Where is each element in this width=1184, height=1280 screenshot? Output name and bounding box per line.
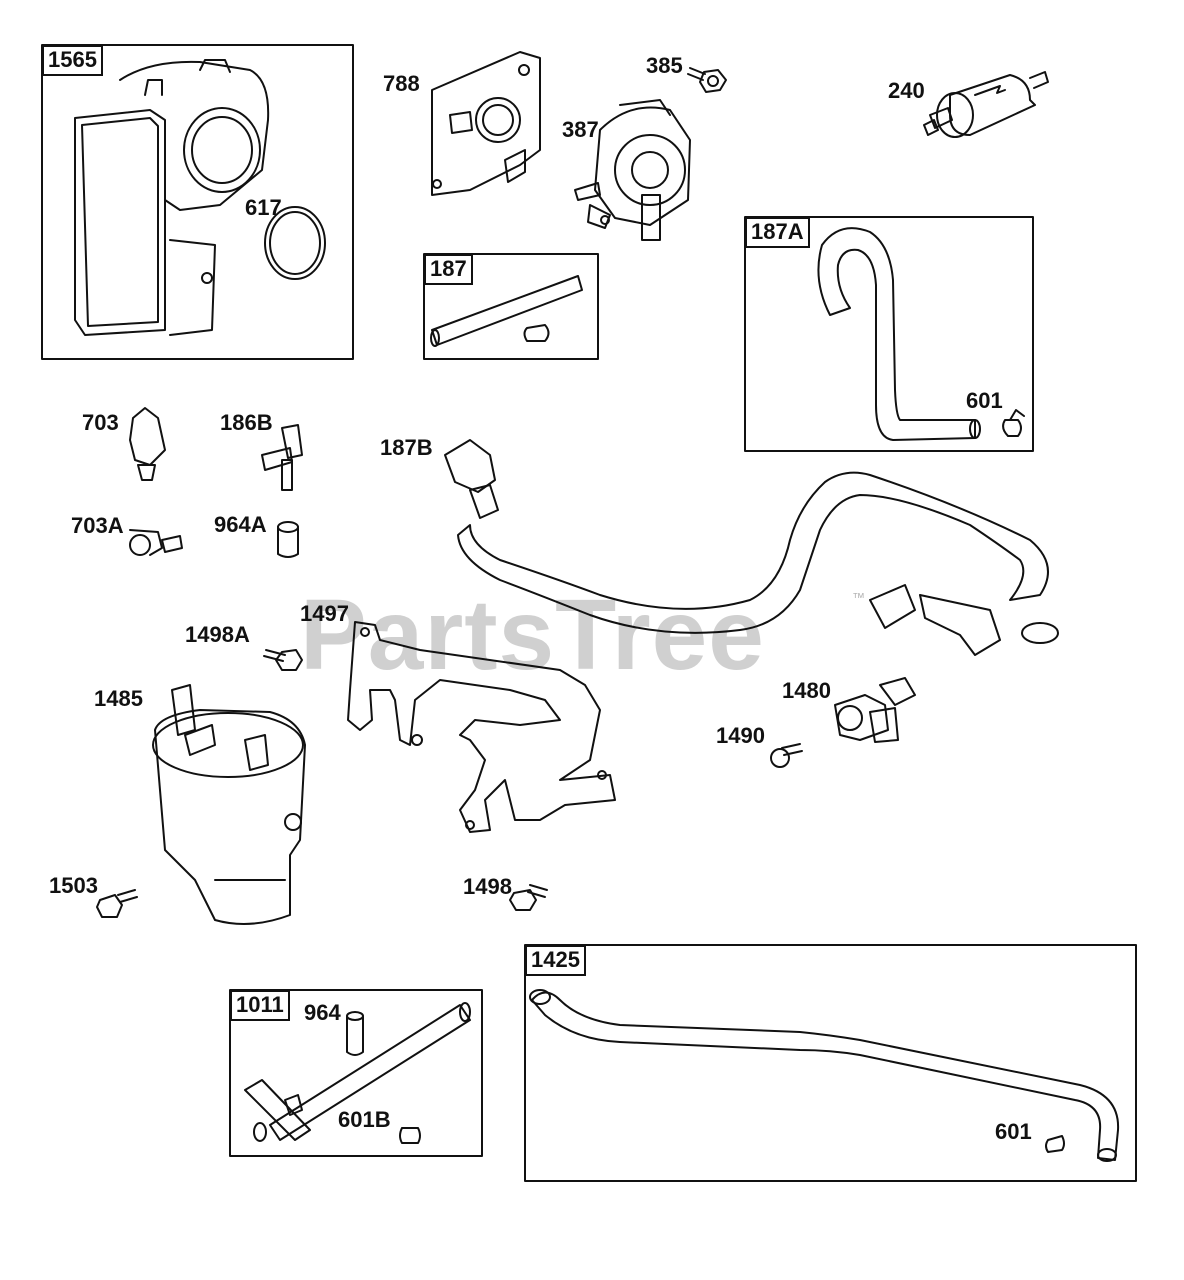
box-1425	[524, 944, 1137, 1182]
callout-1490[interactable]: 1490	[716, 723, 765, 748]
bolt-1503	[96, 889, 138, 918]
hose-187a	[817, 227, 1025, 441]
hose-1425	[529, 989, 1120, 1162]
throttle-body-1565	[74, 59, 270, 336]
callout-186b[interactable]: 186B	[220, 410, 273, 435]
fitting-186b	[261, 424, 303, 491]
bolt-1498	[509, 884, 548, 911]
callout-1498[interactable]: 1498	[463, 874, 512, 899]
callout-240[interactable]: 240	[888, 78, 925, 103]
callout-601-1425[interactable]: 601	[995, 1119, 1032, 1144]
box-187a	[744, 216, 1034, 452]
callout-385[interactable]: 385	[646, 53, 683, 78]
callout-1480[interactable]: 1480	[782, 678, 831, 703]
box-label-187[interactable]: 187	[424, 254, 473, 285]
callout-788[interactable]: 788	[383, 71, 420, 96]
fuel-line-187b	[444, 439, 1059, 656]
box-label-1425[interactable]: 1425	[525, 945, 586, 976]
callout-1497[interactable]: 1497	[300, 601, 349, 626]
clip-703	[129, 407, 166, 481]
canister-1485	[152, 684, 306, 925]
callout-1498a[interactable]: 1498A	[185, 622, 250, 647]
valve-1480	[834, 677, 916, 743]
bracket-1497	[347, 621, 616, 833]
callout-601-187a[interactable]: 601	[966, 388, 1003, 413]
fuel-filter-240	[923, 71, 1049, 138]
callout-964[interactable]: 964	[304, 1000, 341, 1025]
hose-187	[430, 275, 583, 347]
bolt-1498a	[263, 649, 303, 671]
box-1011	[229, 989, 483, 1157]
callout-617[interactable]: 617	[245, 195, 282, 220]
watermark-trademark: ™	[852, 590, 865, 605]
o-ring-617	[264, 206, 326, 280]
callout-387[interactable]: 387	[562, 117, 599, 142]
box-label-1565[interactable]: 1565	[42, 45, 103, 76]
screw-1490	[770, 743, 803, 768]
callout-703[interactable]: 703	[82, 410, 119, 435]
callout-1485[interactable]: 1485	[94, 686, 143, 711]
box-label-187a[interactable]: 187A	[745, 217, 810, 248]
callout-1503[interactable]: 1503	[49, 873, 98, 898]
bracket-788	[431, 51, 541, 196]
sleeve-964a	[277, 521, 299, 558]
tee-fitting-1011	[244, 1002, 471, 1144]
callout-703a[interactable]: 703A	[71, 513, 124, 538]
callout-601b[interactable]: 601B	[338, 1107, 391, 1132]
box-1565	[41, 44, 354, 360]
screw-385	[687, 67, 727, 93]
callout-964a[interactable]: 964A	[214, 512, 267, 537]
clip-703a	[129, 529, 183, 556]
callout-187b[interactable]: 187B	[380, 435, 433, 460]
box-label-1011[interactable]: 1011	[230, 990, 290, 1021]
box-187	[423, 253, 599, 360]
fuel-pump-387	[574, 99, 691, 241]
